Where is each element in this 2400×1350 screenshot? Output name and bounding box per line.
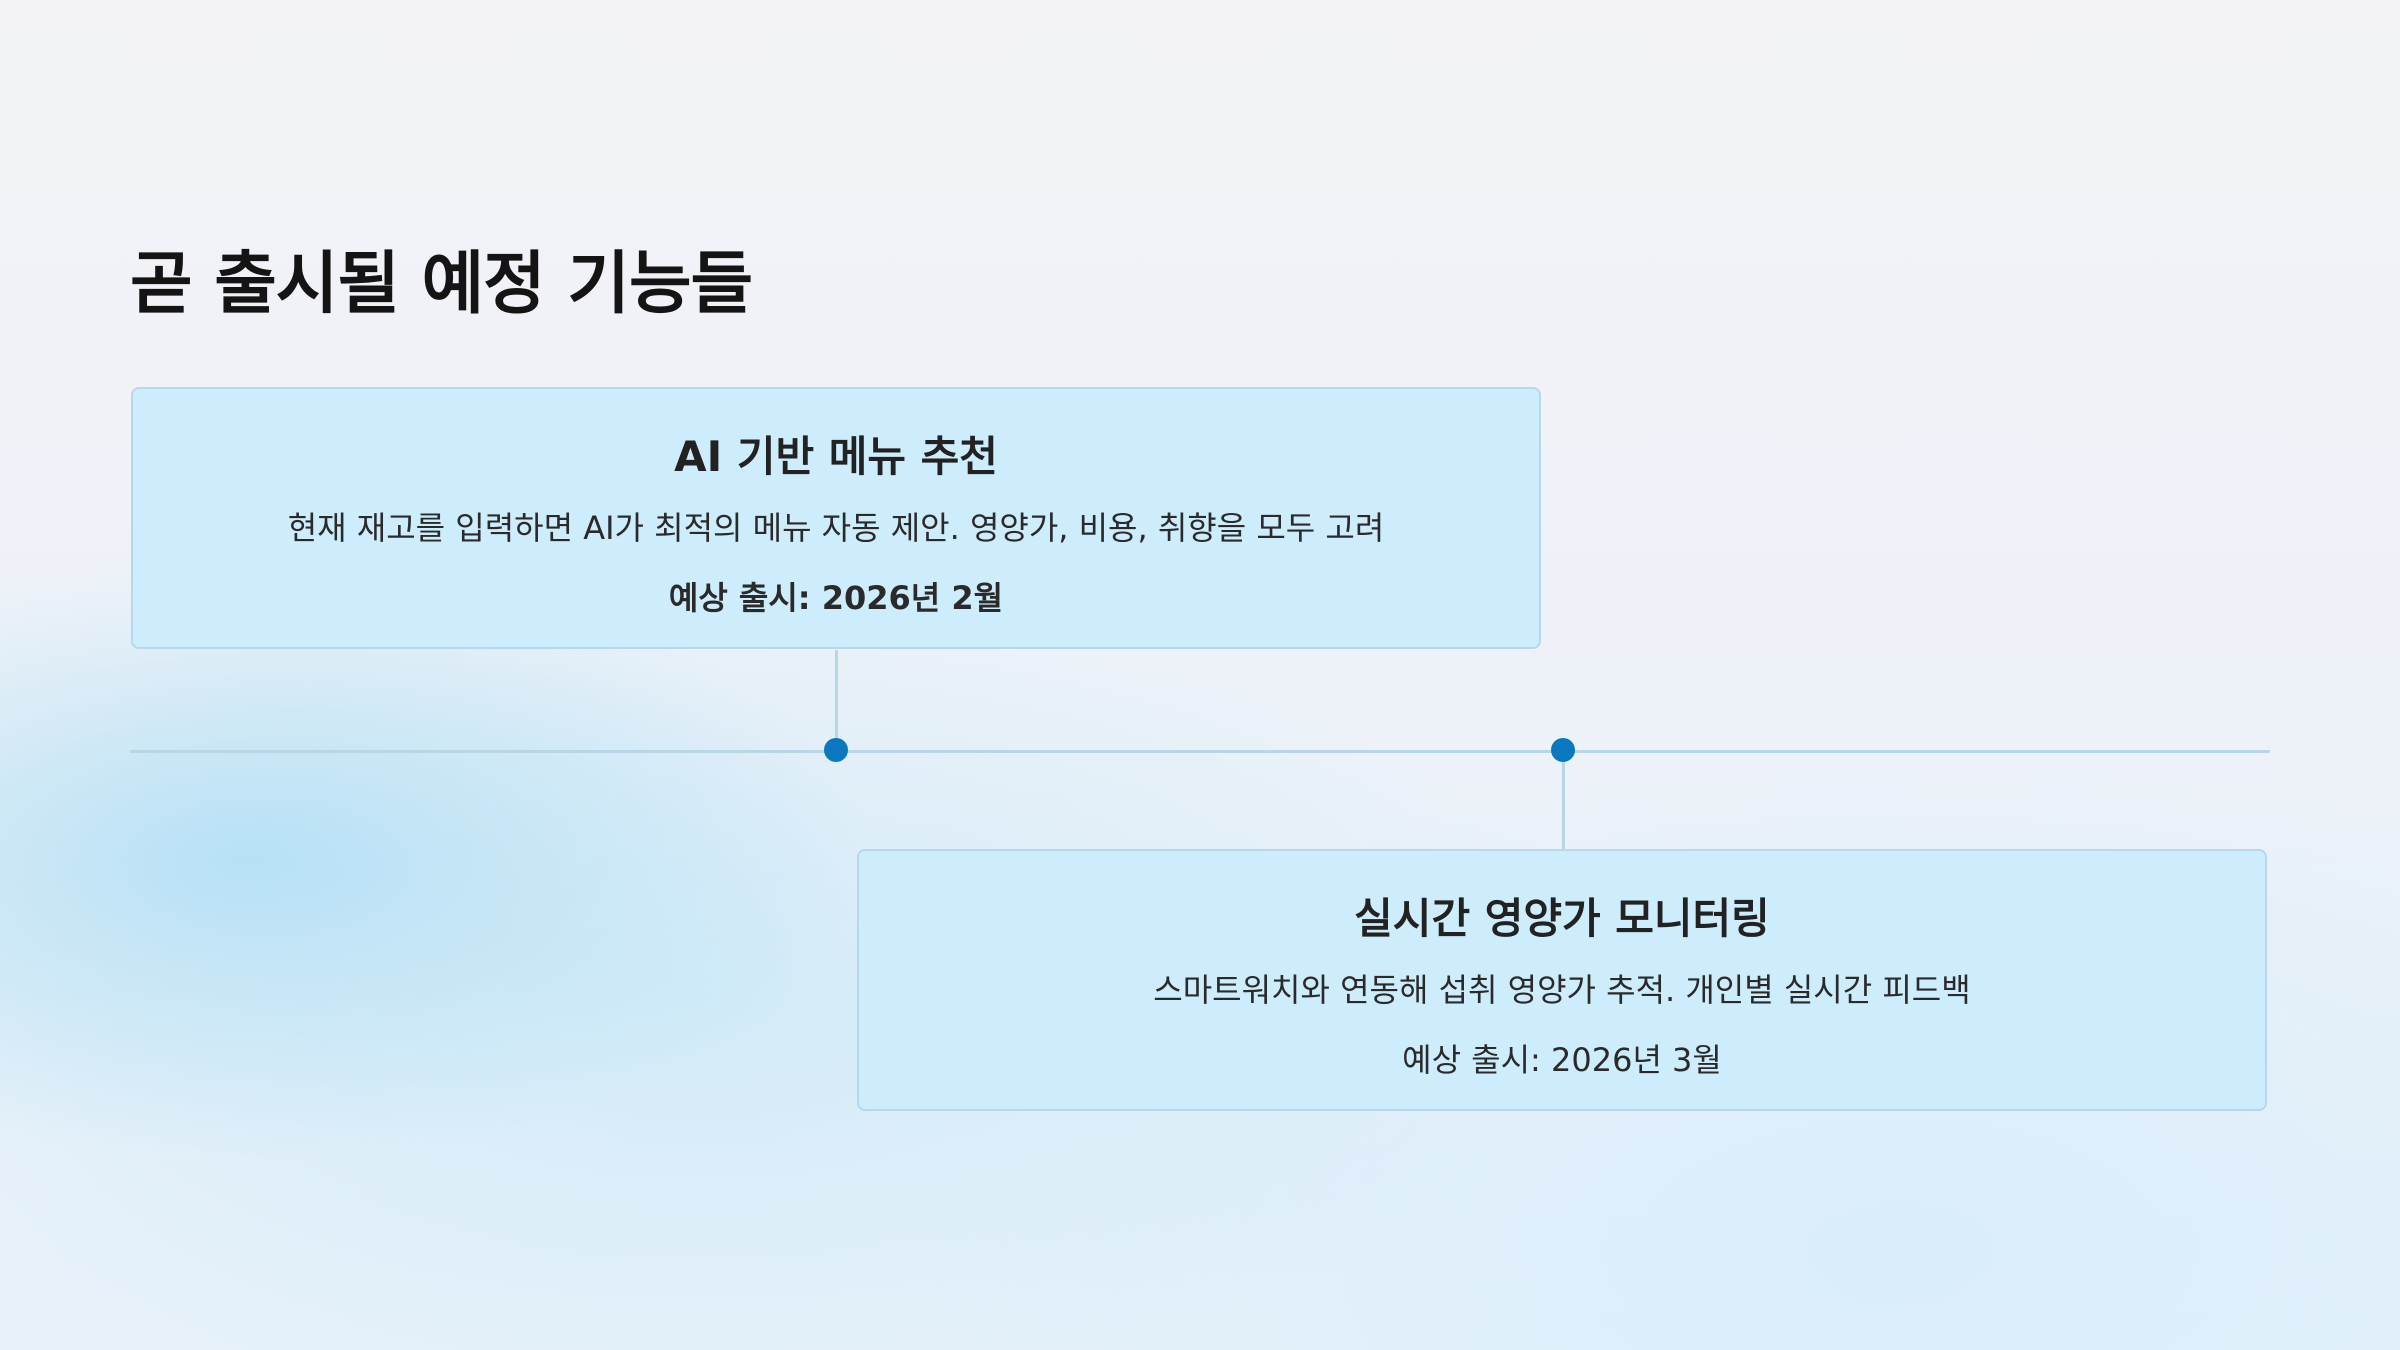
feature-release-date: 예상 출시: 2026년 3월	[1402, 1041, 1722, 1079]
feature-card-ai-menu: AI 기반 메뉴 추천 현재 재고를 입력하면 AI가 최적의 메뉴 자동 제안…	[131, 387, 1541, 649]
feature-card-nutrition-monitoring: 실시간 영양가 모니터링 스마트워치와 연동해 섭취 영양가 추적. 개인별 실…	[857, 849, 2267, 1111]
timeline-connector-2	[1562, 753, 1565, 849]
timeline-dot-2	[1551, 738, 1575, 762]
feature-description: 현재 재고를 입력하면 AI가 최적의 메뉴 자동 제안. 영양가, 비용, 취…	[287, 509, 1385, 547]
timeline-axis	[130, 750, 2270, 753]
feature-description: 스마트워치와 연동해 섭취 영양가 추적. 개인별 실시간 피드백	[1153, 971, 1971, 1009]
timeline-connector-1	[835, 650, 838, 750]
feature-release-date: 예상 출시: 2026년 2월	[668, 579, 1004, 617]
timeline-dot-1	[824, 738, 848, 762]
feature-title: 실시간 영양가 모니터링	[1354, 894, 1770, 943]
feature-title: AI 기반 메뉴 추천	[674, 432, 998, 481]
slide-title: 곧 출시될 예정 기능들	[130, 245, 753, 324]
